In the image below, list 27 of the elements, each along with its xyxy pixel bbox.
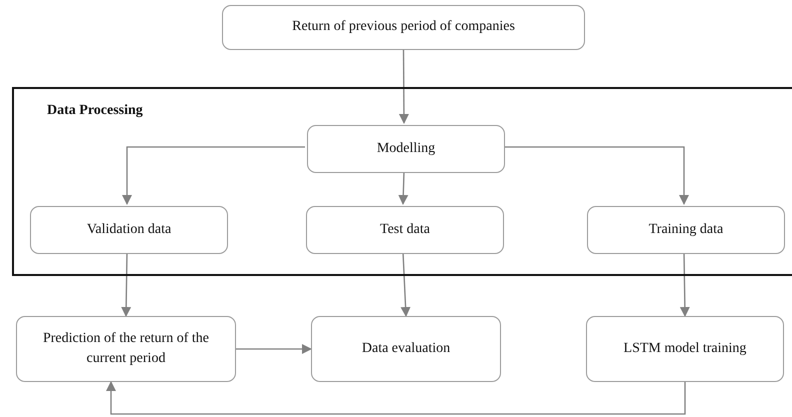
- process-box: [586, 316, 784, 382]
- arrow: [400, 252, 411, 317]
- process-box: [311, 316, 501, 382]
- box-label: Modelling: [376, 140, 436, 158]
- arrow: [398, 170, 408, 205]
- box-label: Validation data: [86, 220, 172, 239]
- box-label: LSTM model training: [624, 340, 746, 358]
- arrow: [236, 344, 312, 354]
- arrow: [503, 146, 689, 205]
- box-label: Test data: [380, 220, 430, 239]
- box-label: Data evaluation: [362, 340, 450, 358]
- process-box: [307, 125, 505, 173]
- arrow: [106, 381, 686, 415]
- process-box: [16, 316, 236, 382]
- arrow: [122, 146, 305, 205]
- arrow: [398, 50, 409, 124]
- group-title: Data Processing: [47, 102, 143, 120]
- box-label: Return of previous period of companies: [292, 18, 515, 36]
- box-label: Training data: [648, 220, 724, 239]
- process-box: [222, 5, 585, 50]
- process-box: [30, 206, 228, 254]
- process-box: [587, 206, 785, 254]
- group-frame: [12, 87, 792, 276]
- box-label: Prediction of the return of the current period: [42, 330, 210, 368]
- arrow: [680, 252, 690, 317]
- arrow: [121, 252, 132, 317]
- process-box: [306, 206, 504, 254]
